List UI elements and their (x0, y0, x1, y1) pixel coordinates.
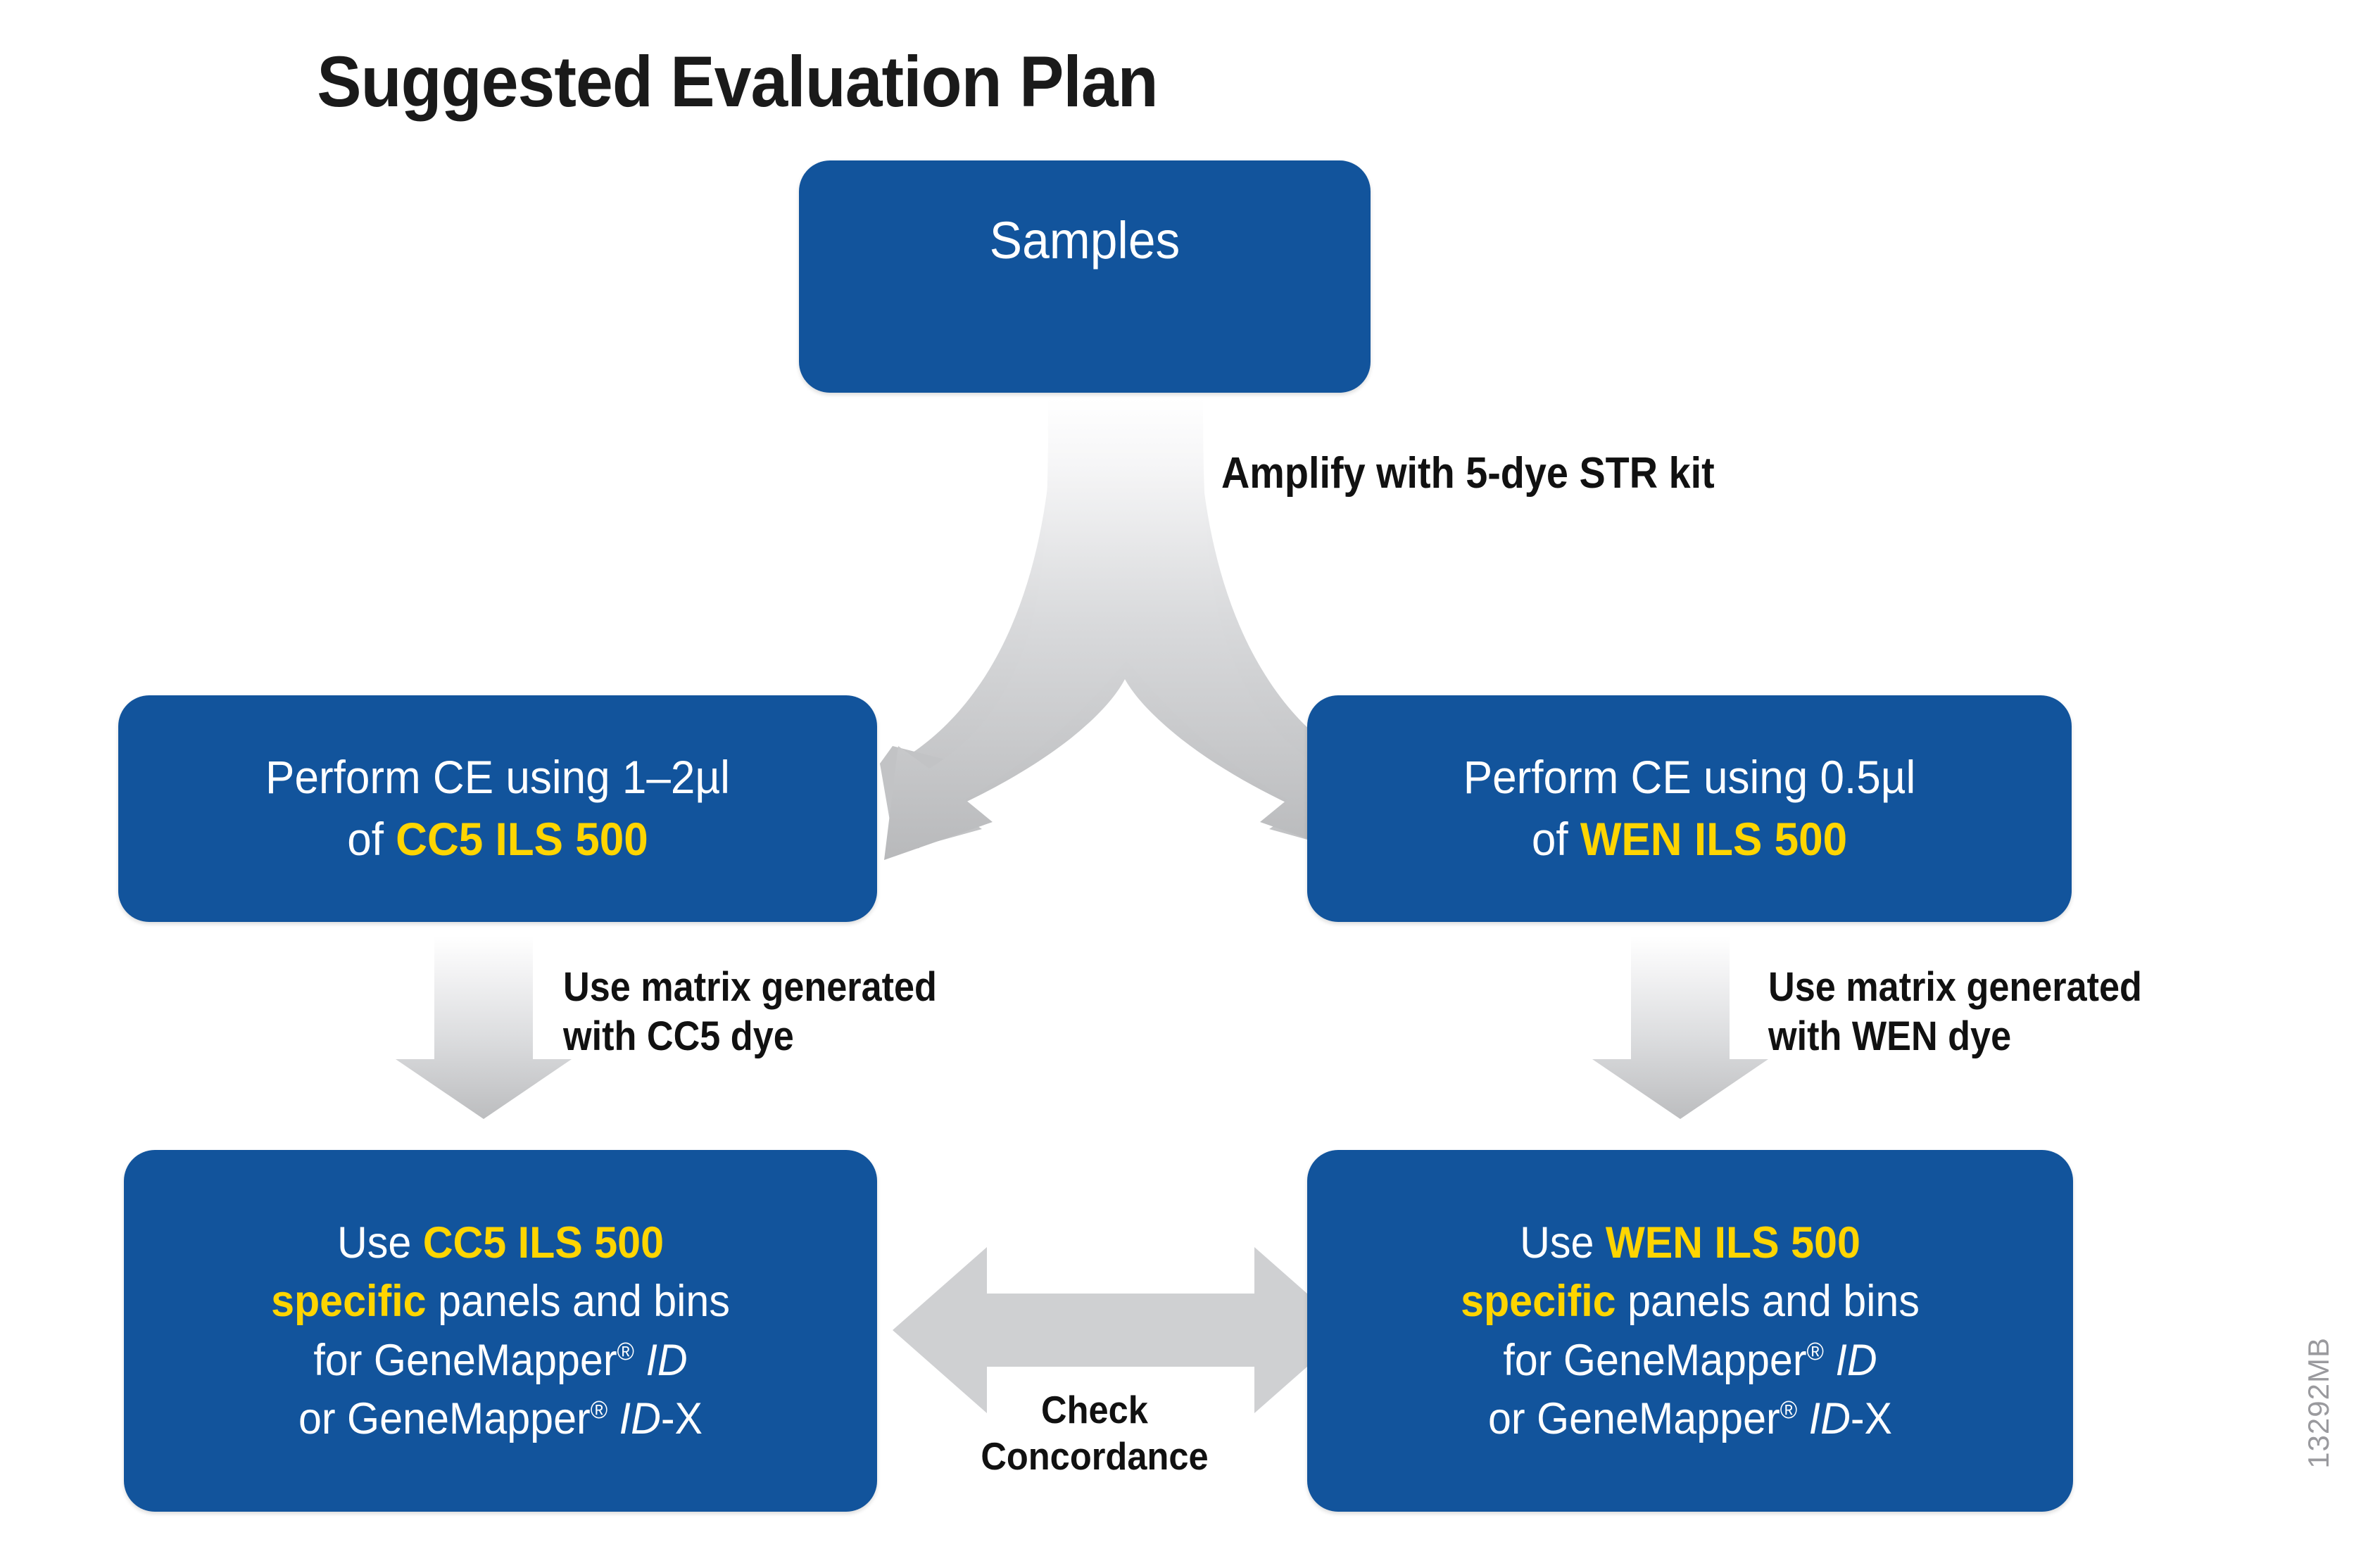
edge-label-concordance: Check Concordance (981, 1388, 1209, 1478)
ce-right-highlight: WEN ILS 500 (1580, 812, 1848, 865)
ce-left-line2: of CC5 ILS 500 (158, 812, 837, 867)
corner-code: 13292MB (2302, 1337, 2335, 1469)
result-left-line4: or GeneMapper® ID-X (164, 1393, 838, 1445)
result-left-line4-italic: ID (619, 1394, 661, 1444)
ce-right-line2-prefix: of (1531, 812, 1580, 865)
node-ce-left[interactable]: Perform CE using 1–2µl of CC5 ILS 500 (118, 695, 877, 922)
result-right-line4-suffix: -X (1850, 1394, 1893, 1444)
edge-label-matrix-left: Use matrix generated with CC5 dye (563, 964, 937, 1059)
node-result-right[interactable]: Use WEN ILS 500 specific panels and bins… (1307, 1150, 2073, 1512)
ce-right-line2: of WEN ILS 500 (1347, 812, 2032, 867)
result-left-line1: Use CC5 ILS 500 (164, 1217, 838, 1269)
result-right-line4-prefix: or GeneMapper (1487, 1394, 1780, 1444)
result-left-line2: specific panels and bins (164, 1275, 838, 1327)
result-right-line4: or GeneMapper® ID-X (1347, 1393, 2033, 1445)
result-right-line3-prefix: for GeneMapper (1503, 1335, 1807, 1385)
edge-label-matrix-right: Use matrix generated with WEN dye (1768, 964, 2142, 1059)
registered-mark-icon: ® (617, 1337, 634, 1365)
result-right-line4-italic: ID (1808, 1394, 1851, 1444)
result-right-line1: Use WEN ILS 500 (1347, 1217, 2033, 1269)
edge-label-amplify: Amplify with 5-dye STR kit (1221, 449, 1715, 498)
ce-left-highlight: CC5 ILS 500 (396, 812, 648, 865)
page-title: Suggested Evaluation Plan (317, 42, 1158, 122)
result-left-line1-prefix: Use (336, 1218, 423, 1267)
result-right-line2-suffix: panels and bins (1616, 1277, 1920, 1327)
result-right-line1-highlight: WEN ILS 500 (1605, 1218, 1860, 1267)
result-left-line4-suffix: -X (660, 1394, 703, 1444)
node-samples[interactable]: Samples (799, 160, 1371, 393)
arrow-down-icon-left (396, 936, 572, 1119)
result-right-line2-highlight: specific (1461, 1277, 1616, 1327)
arrow-down-icon-right (1592, 936, 1768, 1119)
ce-left-line2-prefix: of (347, 812, 396, 865)
registered-mark-icon: ® (1780, 1396, 1798, 1424)
result-left-line3: for GeneMapper® ID (164, 1334, 838, 1386)
result-left-line3-italic: ID (645, 1335, 688, 1385)
registered-mark-icon: ® (590, 1396, 608, 1424)
result-left-line2-highlight: specific (271, 1277, 427, 1327)
result-right-line3-italic: ID (1835, 1335, 1877, 1385)
registered-mark-icon: ® (1806, 1337, 1824, 1365)
result-right-line1-prefix: Use (1520, 1218, 1606, 1267)
result-left-line2-suffix: panels and bins (426, 1277, 730, 1327)
node-samples-label: Samples (989, 211, 1180, 270)
result-left-line3-prefix: for GeneMapper (313, 1335, 617, 1385)
result-right-line3: for GeneMapper® ID (1347, 1334, 2033, 1386)
ce-right-line1: Perform CE using 0.5µl (1463, 751, 1916, 804)
node-result-left[interactable]: Use CC5 ILS 500 specific panels and bins… (124, 1150, 877, 1512)
result-left-line4-prefix: or GeneMapper (298, 1394, 591, 1444)
result-left-line1-highlight: CC5 ILS 500 (422, 1218, 665, 1267)
node-ce-right[interactable]: Perform CE using 0.5µl of WEN ILS 500 (1307, 695, 2072, 922)
result-right-line2: specific panels and bins (1347, 1275, 2033, 1327)
ce-left-line1: Perform CE using 1–2µl (265, 751, 730, 804)
